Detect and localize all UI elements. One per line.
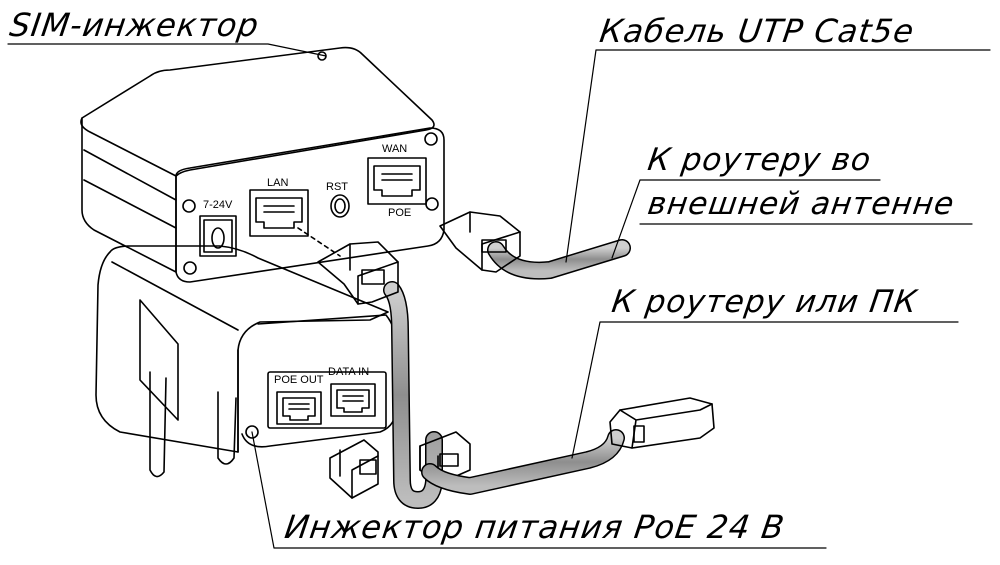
utp-cable-callout: Кабель UTP Cat5e <box>597 12 917 50</box>
reset-label: RST <box>326 181 348 193</box>
sim-injector-left <box>81 117 177 273</box>
poe-port-label: POE <box>388 207 411 219</box>
sim-injector-top <box>80 46 435 177</box>
reset-button <box>330 194 350 218</box>
poe-out-port <box>276 391 322 425</box>
cable-to-pc <box>329 397 715 499</box>
screw <box>245 425 259 439</box>
wan-port-label: WAN <box>382 143 407 155</box>
screw <box>424 132 438 146</box>
leader-lines <box>7 43 991 549</box>
rj45-plug <box>609 397 715 449</box>
poe-out-label: POE OUT <box>274 374 324 386</box>
rj45-plug <box>329 439 379 499</box>
power-port-label: 7-24V <box>203 199 233 211</box>
screw <box>182 199 196 213</box>
screw <box>183 261 197 275</box>
utp-cable <box>439 211 631 280</box>
rj45-plug <box>317 241 399 305</box>
plug-pin <box>149 371 167 478</box>
data-in-label: DATA IN <box>328 366 369 378</box>
rj45-plug <box>439 211 521 273</box>
screw <box>425 197 439 211</box>
sim-injector-front <box>175 127 445 283</box>
sim-injector <box>80 46 445 283</box>
poe-injector <box>95 245 398 478</box>
patch-cable <box>317 241 471 509</box>
wan-port <box>367 157 427 205</box>
plug-pin <box>217 391 237 465</box>
injector-port-frame <box>267 371 387 429</box>
antenna-router-callout-line1: К роутеру во <box>645 142 874 178</box>
lan-port <box>249 189 309 237</box>
poe-injector-callout: Инжектор питания PoE 24 В <box>282 508 788 546</box>
antenna-router-callout-line2: внешней антенне <box>645 186 957 222</box>
lan-port-label: LAN <box>267 177 288 189</box>
power-jack <box>199 215 237 257</box>
sim-injector-callout: SIM-инжектор <box>7 6 262 44</box>
injector-body <box>95 245 389 453</box>
data-in-port <box>330 383 376 417</box>
router-or-pc-callout: К роутеру или ПК <box>609 284 920 320</box>
